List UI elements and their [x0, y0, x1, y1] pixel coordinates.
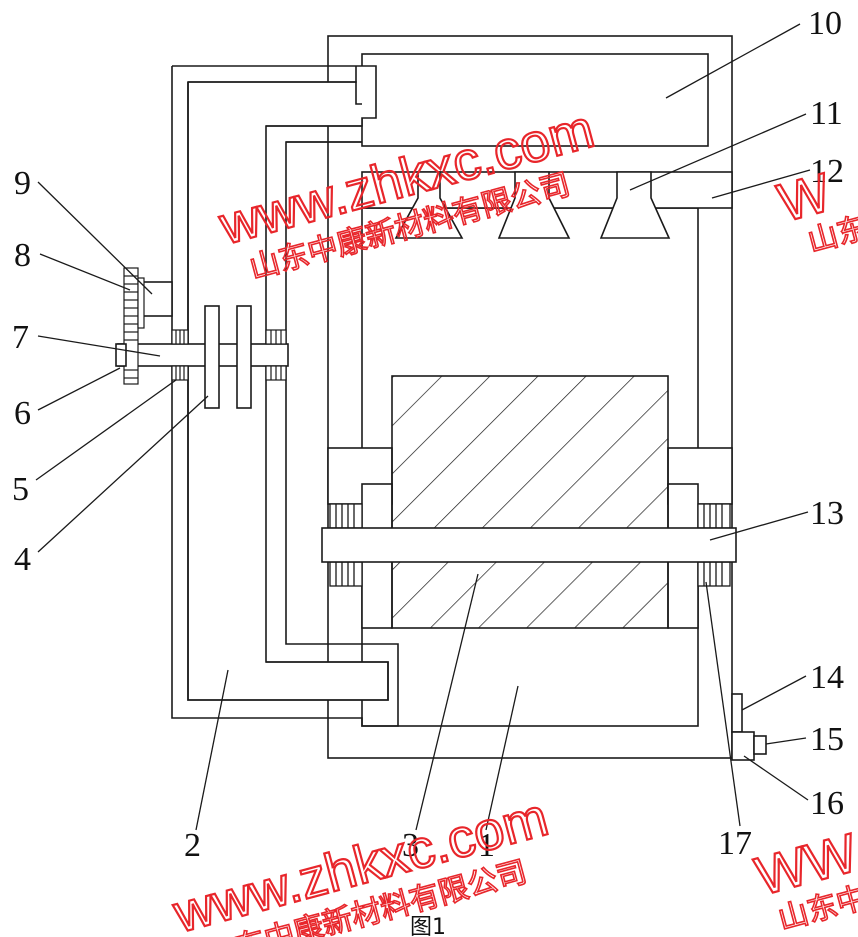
nozzle-group	[394, 171, 671, 239]
pipe-channel-inner	[187, 82, 389, 701]
label-11: 11	[810, 95, 843, 132]
main-shaft	[321, 527, 737, 563]
label-9: 9	[14, 165, 31, 202]
watermark-edge-bottom-right: WW 山东中	[749, 822, 858, 937]
label-7: 7	[12, 319, 29, 356]
motor-box	[141, 281, 173, 317]
label-6: 6	[14, 395, 31, 432]
label-10: 10	[808, 5, 842, 42]
nozzle	[497, 171, 571, 239]
label-4: 4	[14, 541, 31, 578]
nozzle	[394, 171, 464, 239]
label-14: 14	[810, 659, 844, 696]
label-16: 16	[810, 785, 844, 822]
paddle	[236, 305, 252, 409]
label-1: 1	[478, 827, 495, 864]
stirring-shaft	[117, 343, 289, 367]
top-box	[361, 53, 709, 147]
leader-lines	[35, 23, 811, 831]
reference-labels: 10 11 12 13 14 15 16 17 1 3 2 4 5 6 7 8 …	[12, 5, 844, 864]
side-fitting-top	[731, 693, 743, 733]
label-8: 8	[14, 237, 31, 274]
pipe-wall-inner	[188, 81, 362, 105]
label-17: 17	[718, 825, 752, 862]
label-2: 2	[184, 827, 201, 864]
label-3: 3	[402, 827, 419, 864]
hatched-drum	[391, 375, 669, 629]
gear	[123, 267, 145, 385]
main-shaft-bearings	[329, 503, 731, 587]
label-12: 12	[810, 153, 844, 190]
stirring-shaft-bearings	[171, 329, 287, 381]
paddle	[204, 305, 220, 409]
label-15: 15	[810, 721, 844, 758]
watermark-edge-right: W 山东	[771, 161, 858, 260]
shaft-end-cap	[115, 343, 127, 367]
label-5: 5	[12, 471, 29, 508]
side-fitting-valve	[753, 735, 767, 755]
pipe-wall-outer	[171, 66, 399, 727]
label-13: 13	[810, 495, 844, 532]
figure-caption: 图1	[410, 915, 446, 937]
watermark-bottom: www.zhkxc.com 山东中康新材料有限公司	[166, 786, 556, 937]
side-fitting-block	[731, 731, 755, 761]
nozzle	[599, 171, 671, 239]
